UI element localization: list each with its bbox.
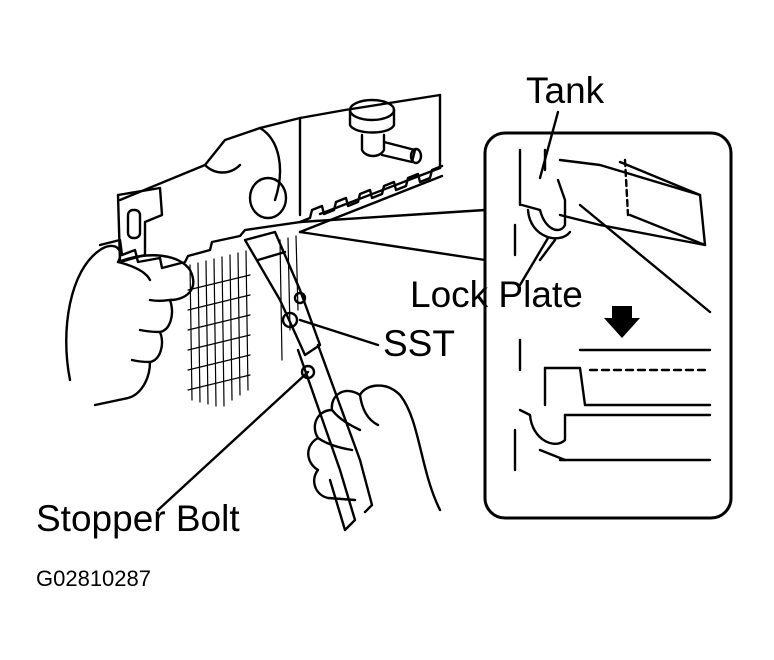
tank-leader	[538, 110, 560, 180]
radiator-tank	[118, 93, 442, 220]
figure-code: G02810287	[36, 566, 151, 591]
detail-before	[513, 148, 712, 314]
sst-label: SST	[383, 323, 455, 364]
filler-neck	[348, 98, 423, 165]
radiator-core	[187, 235, 299, 407]
detail-callout	[298, 131, 733, 520]
left-hand	[65, 244, 195, 407]
down-arrow-icon	[604, 306, 640, 338]
lock-plate-teeth	[298, 164, 444, 224]
tank-label: Tank	[526, 70, 605, 111]
sst-pliers	[243, 230, 374, 532]
lock-plate-label: Lock Plate	[410, 274, 583, 315]
sst-leader	[298, 318, 380, 347]
stopper-bolt-label: Stopper Bolt	[36, 498, 240, 539]
stopper-bolt-leader	[156, 370, 310, 512]
right-hand	[307, 384, 442, 512]
lock-plate-leader	[518, 236, 550, 287]
detail-after	[513, 338, 712, 472]
